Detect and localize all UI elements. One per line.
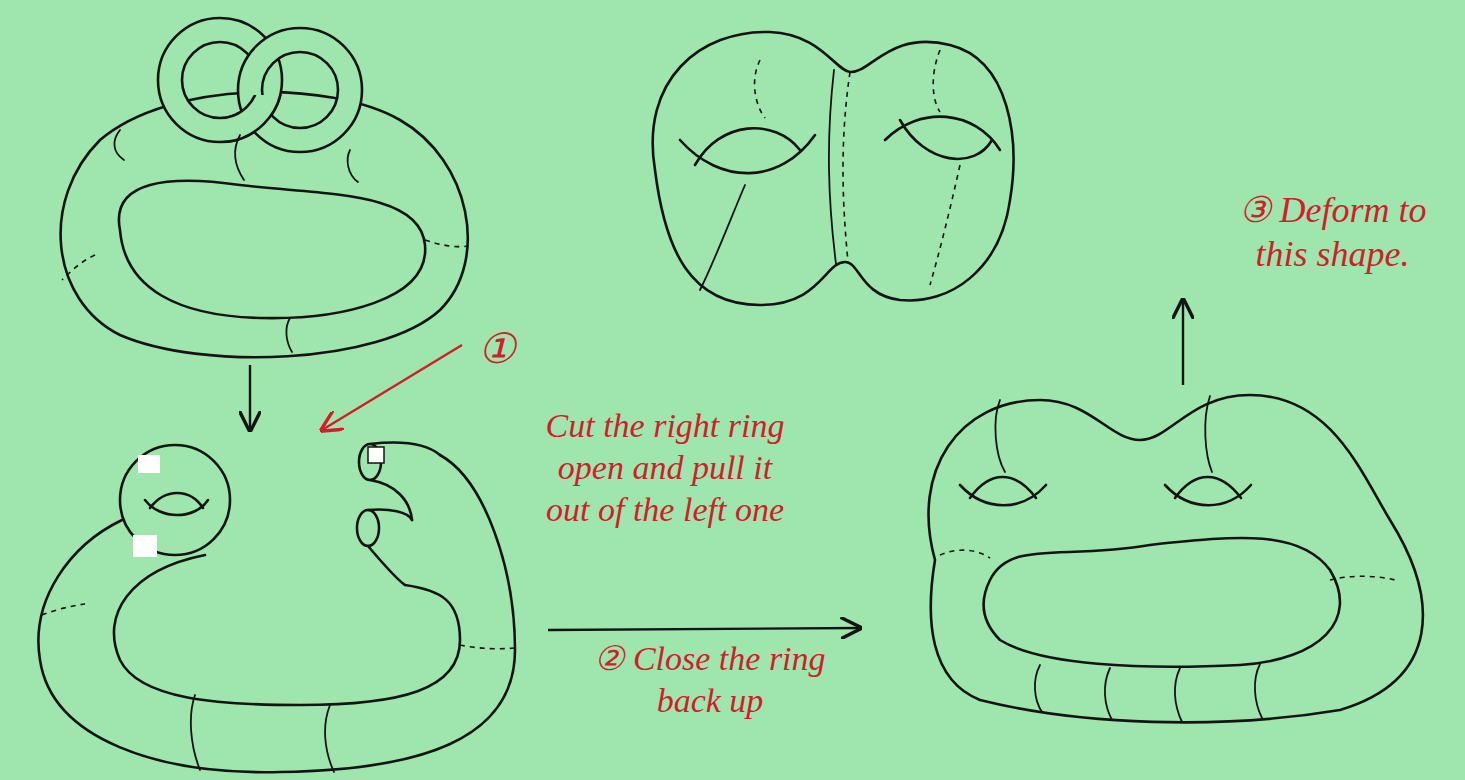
- cross-section: [755, 60, 765, 118]
- tube-edge: [368, 509, 412, 520]
- linked-rings-figure: [61, 18, 468, 357]
- handle-hole: [900, 120, 992, 159]
- cross-section: [114, 130, 124, 160]
- cross-section: [700, 185, 745, 290]
- step-arrow: [249, 365, 251, 430]
- handle-hole: [680, 135, 815, 173]
- genus-two-figure: [653, 32, 1014, 305]
- tube-hole: [119, 181, 425, 318]
- surface-outline: [929, 395, 1423, 722]
- paper-patch: [368, 447, 384, 463]
- ring-crossing: [228, 95, 282, 142]
- cross-section: [933, 50, 940, 112]
- handle-hole: [1175, 477, 1241, 498]
- cross-section: [995, 400, 1005, 472]
- cut-ring-figure: [38, 443, 515, 773]
- handle-hole: [695, 128, 800, 165]
- cross-section: [1175, 668, 1182, 722]
- right-ring: [238, 28, 362, 152]
- callout-leader: [322, 345, 462, 430]
- paper-patch: [133, 535, 157, 557]
- cross-section: [930, 165, 960, 285]
- cross-section: [348, 150, 358, 182]
- cross-section: [62, 255, 95, 280]
- paper-patch: [138, 455, 160, 473]
- cross-section: [1205, 396, 1212, 472]
- cross-section: [425, 240, 468, 247]
- cross-section: [829, 70, 836, 264]
- tube-edge: [368, 546, 405, 585]
- callout-number: ①: [462, 326, 532, 372]
- step-note: ② Close the ring back up: [560, 638, 860, 722]
- cross-section: [42, 604, 85, 615]
- cross-section: [843, 72, 850, 262]
- cross-section: [1035, 665, 1042, 712]
- torus-hole: [150, 493, 203, 508]
- cross-section: [1255, 664, 1262, 718]
- cross-section: [940, 550, 990, 558]
- pretzel-figure: [929, 395, 1423, 722]
- cross-section: [235, 135, 244, 180]
- surface-hole: [983, 538, 1340, 667]
- cross-section: [325, 705, 334, 772]
- tube-inner-edge: [114, 555, 460, 705]
- cross-section: [191, 695, 200, 770]
- step-arrow: [548, 628, 860, 630]
- cross-section: [1105, 668, 1112, 720]
- handle-hole: [970, 477, 1036, 498]
- cross-section: [460, 645, 514, 649]
- step-arrow: [1182, 300, 1184, 385]
- step-note: Cut the right ring open and pull it out …: [540, 405, 790, 531]
- step-note: ③ Deform to this shape.: [1210, 188, 1455, 276]
- tube-outline: [38, 455, 515, 772]
- cut-end: [357, 510, 379, 546]
- cross-section: [1330, 576, 1395, 580]
- cross-section: [286, 318, 292, 352]
- surface-outline: [653, 32, 1014, 305]
